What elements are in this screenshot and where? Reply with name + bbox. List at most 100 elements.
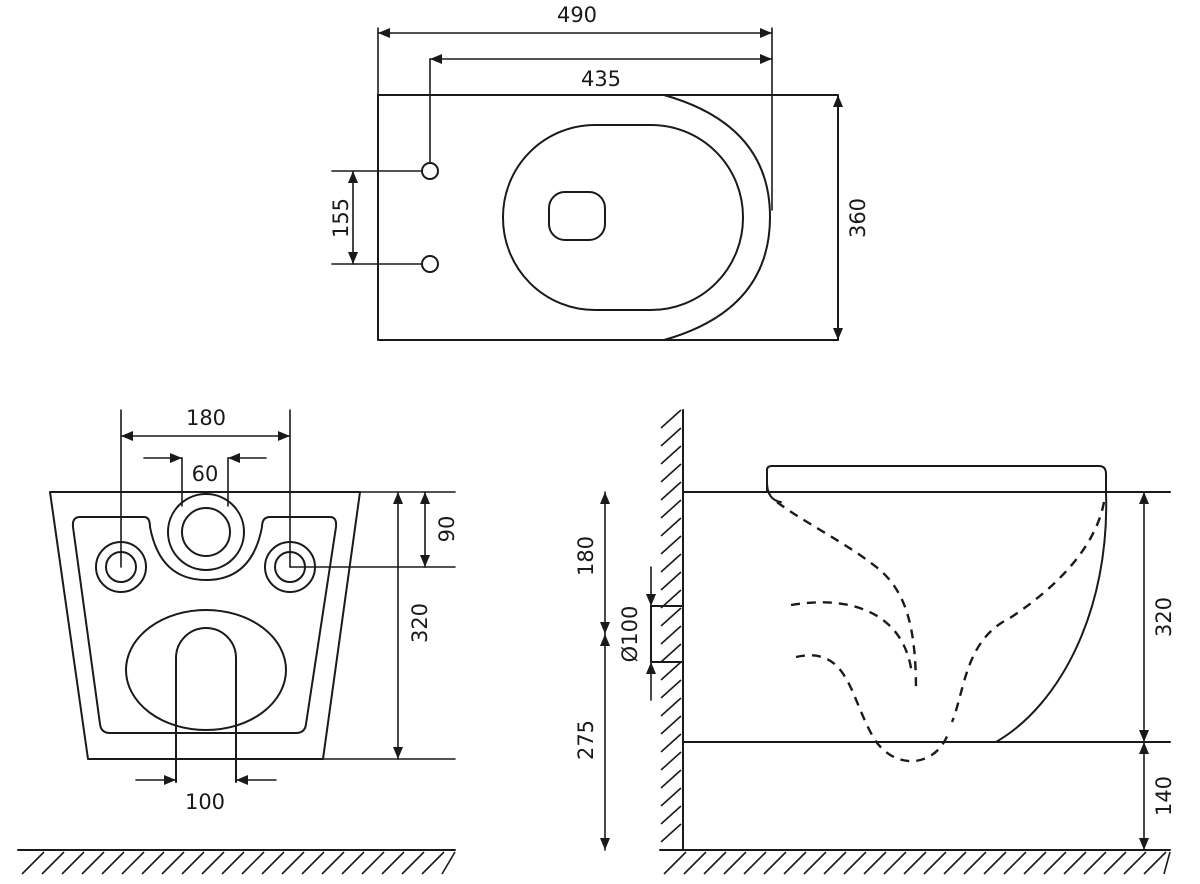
hatch-stroke (421, 851, 445, 875)
waste-inlet-inner (181, 507, 231, 557)
dim-label-180-side: 180 (574, 536, 598, 576)
hatch-stroke (663, 851, 687, 875)
hatch-stroke (783, 851, 807, 875)
hatch-stroke (660, 751, 682, 771)
hatch-stroke (181, 851, 205, 875)
dim-label-275: 275 (574, 720, 598, 760)
front-bowl (125, 609, 287, 731)
hatch-stroke (660, 571, 682, 591)
front-view: 180 60 90 320 100 (17, 406, 459, 875)
hatch-stroke (660, 427, 682, 447)
fixing-hole-upper (421, 162, 439, 180)
hatch-stroke (703, 851, 727, 875)
hatch-stroke (903, 851, 927, 875)
hatch-stroke (660, 697, 682, 717)
hatch-stroke (883, 851, 907, 875)
dim-label-360: 360 (846, 198, 870, 238)
hatch-stroke (101, 851, 125, 875)
hatch-stroke (361, 851, 385, 875)
hatch-stroke (1043, 851, 1067, 875)
hidden-waste-channel-back (776, 501, 918, 691)
hatch-stroke (121, 851, 145, 875)
hatch-stroke (660, 517, 682, 537)
hatch-stroke (281, 851, 305, 875)
hatch-stroke (261, 851, 285, 875)
hatch-stroke (660, 715, 682, 735)
hatch-stroke (241, 851, 265, 875)
hatch-stroke (923, 851, 947, 875)
side-floor-hatching (663, 851, 1171, 875)
hatch-stroke (321, 851, 345, 875)
hatch-stroke (381, 851, 405, 875)
hatch-stroke (660, 769, 682, 789)
dim-label-320-side: 320 (1152, 597, 1176, 637)
bowl-rim (502, 124, 744, 311)
fixing-hole-lower (421, 255, 439, 273)
hatch-stroke (441, 851, 456, 875)
hatch-stroke (301, 851, 325, 875)
hatch-stroke (141, 851, 165, 875)
flush-outlet (548, 191, 606, 241)
top-view-back-edge (663, 94, 839, 341)
top-view: 490 435 155 360 (329, 3, 870, 341)
hatch-stroke (1003, 851, 1027, 875)
hatch-stroke (660, 535, 682, 555)
hatch-stroke (660, 481, 682, 501)
hatch-stroke (660, 409, 682, 429)
hatch-stroke (341, 851, 365, 875)
hatch-stroke (660, 607, 682, 627)
hatch-stroke (723, 851, 747, 875)
hatch-stroke (943, 851, 967, 875)
hatch-stroke (743, 851, 767, 875)
hatch-stroke (660, 733, 682, 753)
wall-hatching (660, 409, 682, 843)
hatch-stroke (1063, 851, 1087, 875)
hatch-stroke (61, 851, 85, 875)
front-view-inner-outline (71, 516, 338, 734)
hatch-stroke (660, 463, 682, 483)
hatch-stroke (660, 499, 682, 519)
hatch-stroke (1143, 851, 1167, 875)
dim-label-100: 100 (185, 790, 225, 814)
waste-inlet-outer (167, 493, 245, 571)
front-outlet-pipe (175, 627, 237, 783)
hatch-stroke (201, 851, 225, 875)
hatch-stroke (660, 679, 682, 699)
top-view-outline (377, 94, 771, 341)
hatch-stroke (660, 805, 682, 825)
dim-label-155: 155 (329, 198, 353, 238)
hatch-stroke (1083, 851, 1107, 875)
hatch-stroke (660, 625, 682, 645)
dim-label-90: 90 (435, 516, 459, 543)
dim-label-180-front: 180 (186, 406, 226, 430)
hatch-stroke (683, 851, 707, 875)
hatch-stroke (161, 851, 185, 875)
dim-label-490: 490 (557, 3, 597, 27)
bowl-front-curve (995, 491, 1108, 743)
hatch-stroke (1163, 851, 1171, 875)
seat-lid-bottom-curve (766, 481, 782, 503)
hatch-stroke (660, 823, 682, 843)
hidden-trap-upper (790, 601, 914, 676)
hatch-stroke (221, 851, 245, 875)
seat-lid (766, 465, 1107, 493)
hidden-trap-lower (795, 654, 950, 763)
dim-label-435: 435 (581, 67, 621, 91)
hatch-stroke (660, 643, 682, 663)
hatch-stroke (1103, 851, 1127, 875)
dim-label-60: 60 (192, 462, 219, 486)
hidden-waste-channel-front (950, 501, 1106, 723)
hatch-stroke (660, 661, 682, 681)
hatch-stroke (1123, 851, 1147, 875)
hatch-stroke (803, 851, 827, 875)
hatch-stroke (21, 851, 45, 875)
dim-label-320-front: 320 (408, 603, 432, 643)
hatch-stroke (41, 851, 65, 875)
hatch-stroke (843, 851, 867, 875)
dim-label-diameter: Ø100 (618, 606, 642, 663)
front-floor-hatching (21, 851, 456, 875)
hatch-stroke (763, 851, 787, 875)
hatch-stroke (660, 787, 682, 807)
waste-pipe-stub (650, 605, 684, 663)
